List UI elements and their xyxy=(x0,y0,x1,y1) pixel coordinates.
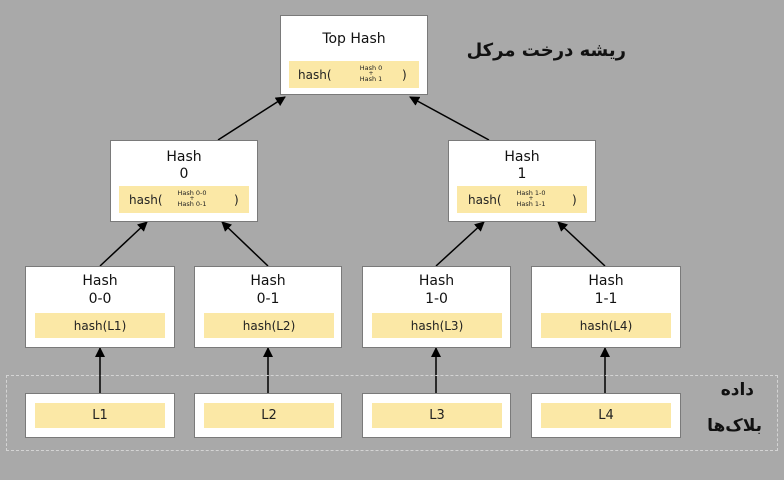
merkle-root-label: ریشه درخت مرکل xyxy=(466,40,626,61)
data-block-l4: L4 xyxy=(531,393,681,438)
input-b: Hash 1-1 xyxy=(516,200,546,208)
hash-1-formula: hash( Hash 1-0 + Hash 1-1 ) xyxy=(457,186,587,213)
hash-0-0-title-line2: 0-0 xyxy=(88,291,112,307)
hash-0-0-formula: hash(L1) xyxy=(35,313,165,338)
arrow-hash01-to-hash0 xyxy=(221,221,269,267)
hash-1-1-node: Hash 1-1 hash(L4) xyxy=(531,266,681,348)
hash-1-0-title-line1: Hash xyxy=(418,273,455,289)
hash-0-1-node: Hash 0-1 hash(L2) xyxy=(194,266,342,348)
close-paren: ) xyxy=(402,67,407,82)
hash-fn-label: hash( xyxy=(468,192,502,207)
hash-1-0-node: Hash 1-0 hash(L3) xyxy=(362,266,511,348)
hash-0-0-title-line1: Hash xyxy=(82,273,118,289)
data-block-label: L1 xyxy=(35,403,165,428)
data-block-label: L2 xyxy=(204,403,334,428)
hash-0-1-title-line1: Hash xyxy=(250,273,286,289)
hash-0-title-line1: Hash xyxy=(166,149,202,165)
data-block-l1: L1 xyxy=(25,393,175,438)
hash-0-1-formula: hash(L2) xyxy=(204,313,334,338)
data-block-label: L3 xyxy=(372,403,502,428)
input-a: Hash 0-0 xyxy=(177,189,207,197)
hash-0-title-line2: 0 xyxy=(179,166,189,182)
input-a: Hash 0 xyxy=(359,64,383,72)
plus-sign: + xyxy=(189,195,195,202)
arrow-hash10-to-hash1 xyxy=(435,221,485,267)
close-paren: ) xyxy=(234,192,239,207)
input-b: Hash 1 xyxy=(359,75,383,83)
hash-0-1-title-line2: 0-1 xyxy=(256,291,280,307)
data-label: داده xyxy=(720,380,754,400)
hash-1-1-title-line1: Hash xyxy=(588,273,624,289)
data-block-l2: L2 xyxy=(194,393,342,438)
arrow-hash11-to-hash1 xyxy=(557,221,606,267)
hash-inputs: Hash 0 + Hash 1 xyxy=(356,65,386,83)
hash-1-0-formula: hash(L3) xyxy=(372,313,502,338)
top-hash-formula: hash( Hash 0 + Hash 1 ) xyxy=(289,61,419,88)
hash-0-0-node: Hash 0-0 hash(L1) xyxy=(25,266,175,348)
hash-1-1-formula: hash(L4) xyxy=(541,313,671,338)
top-hash-node: Top Hash hash( Hash 0 + Hash 1 ) xyxy=(280,15,428,95)
hash-inputs: Hash 1-0 + Hash 1-1 xyxy=(513,190,549,208)
hash-1-title-line1: Hash xyxy=(504,149,540,165)
hash-1-1-title-line2: 1-1 xyxy=(594,291,618,307)
hash-1-node: Hash 1 hash( Hash 1-0 + Hash 1-1 ) xyxy=(448,140,596,222)
data-block-l3: L3 xyxy=(362,393,511,438)
hash-0-formula: hash( Hash 0-0 + Hash 0-1 ) xyxy=(119,186,249,213)
data-block-label: L4 xyxy=(541,403,671,428)
blocks-label: بلاک‌ها xyxy=(707,416,762,436)
arrow-hash0-to-top xyxy=(217,96,286,141)
arrow-hash1-to-top xyxy=(409,96,490,141)
plus-sign: + xyxy=(368,70,374,77)
data-blocks-region xyxy=(6,375,778,451)
hash-1-0-title-line2: 1-0 xyxy=(425,291,448,307)
hash-inputs: Hash 0-0 + Hash 0-1 xyxy=(174,190,210,208)
plus-sign: + xyxy=(528,195,534,202)
hash-0-node: Hash 0 hash( Hash 0-0 + Hash 0-1 ) xyxy=(110,140,258,222)
hash-1-title-line2: 1 xyxy=(517,166,527,182)
close-paren: ) xyxy=(572,192,577,207)
input-b: Hash 0-1 xyxy=(177,200,207,208)
hash-fn-label: hash( xyxy=(298,67,332,82)
input-a: Hash 1-0 xyxy=(516,189,546,197)
top-hash-title: Top Hash xyxy=(322,31,386,47)
hash-fn-label: hash( xyxy=(129,192,163,207)
arrow-hash00-to-hash0 xyxy=(99,221,148,267)
